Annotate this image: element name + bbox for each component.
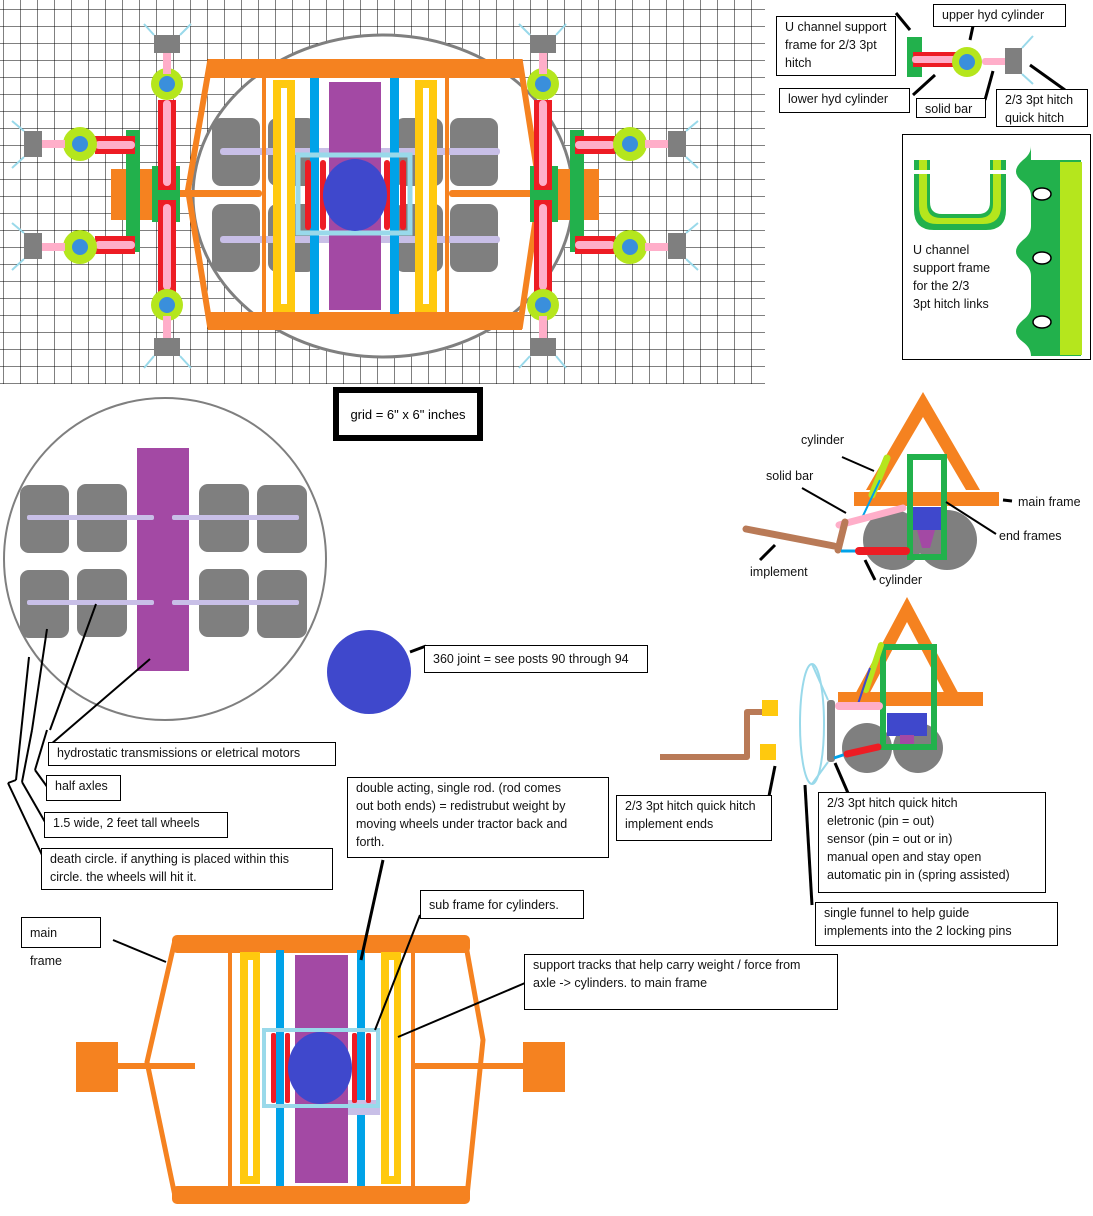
half-axles-label: half axles (46, 775, 121, 801)
side-solid-bar-label: solid bar (766, 469, 814, 483)
u-channel-detail-text: U channel support frame for the 2/3 3pt … (913, 243, 991, 311)
sub-frame-label: sub frame for cylinders. (420, 890, 584, 919)
side-main-frame-label: main frame (1018, 495, 1081, 509)
cylinder-note-label: double acting, single rod. (rod comes ou… (347, 777, 609, 858)
support-tracks-label: support tracks that help carry weight / … (524, 954, 838, 1010)
side-cylinder-upper-label: cylinder (801, 433, 845, 447)
side-cylinder-lower-label: cylinder (879, 573, 923, 587)
center-frame (170, 59, 544, 330)
solid-bar-label: solid bar (916, 98, 986, 118)
joint-ball (323, 159, 387, 231)
funnel-label: single funnel to help guide implements i… (815, 902, 1058, 946)
transmission (137, 448, 189, 671)
top-plan-view (0, 0, 765, 384)
death-circle-label: death circle. if anything is placed with… (41, 848, 333, 890)
left-hitch-assembly (11, 23, 192, 369)
main-frame-label: main frame (21, 917, 101, 968)
sub-frame (295, 152, 413, 236)
u-channel-legend-label: U channel support frame for 2/3 3pt hitc… (776, 16, 896, 76)
rail (390, 78, 399, 314)
bottom-plan-view (76, 859, 565, 1204)
implement-ends-label: 2/3 3pt hitch quick hitch implement ends (616, 795, 772, 841)
hitch-legend-drawing (894, 12, 1066, 101)
side-view-drawing (742, 392, 1013, 581)
death-circle-detail (3, 397, 327, 856)
u-channel-detail-box (902, 134, 1091, 360)
hitch-side-drawing (660, 597, 983, 906)
quick-hitch-notes-label: 2/3 3pt hitch quick hitch eletronic (pin… (818, 792, 1046, 893)
upper-cylinder-label: upper hyd cylinder (933, 4, 1066, 27)
transmissions-label: hydrostatic transmissions or eletrical m… (48, 742, 336, 766)
rail (310, 78, 319, 314)
quick-hitch-label: 2/3 3pt hitch quick hitch (996, 89, 1088, 127)
joint-ball-large (327, 630, 411, 714)
right-hitch-assembly (518, 23, 699, 369)
lower-cylinder-label: lower hyd cylinder (779, 88, 910, 113)
side-implement-label: implement (750, 565, 808, 579)
wheels-label: 1.5 wide, 2 feet tall wheels (44, 812, 228, 838)
side-end-frames-label: end frames (999, 529, 1062, 543)
joint-label: 360 joint = see posts 90 through 94 (424, 645, 648, 673)
u-channel-drawing (914, 146, 1082, 356)
grid-scale-label: grid = 6" x 6" inches (333, 387, 483, 441)
